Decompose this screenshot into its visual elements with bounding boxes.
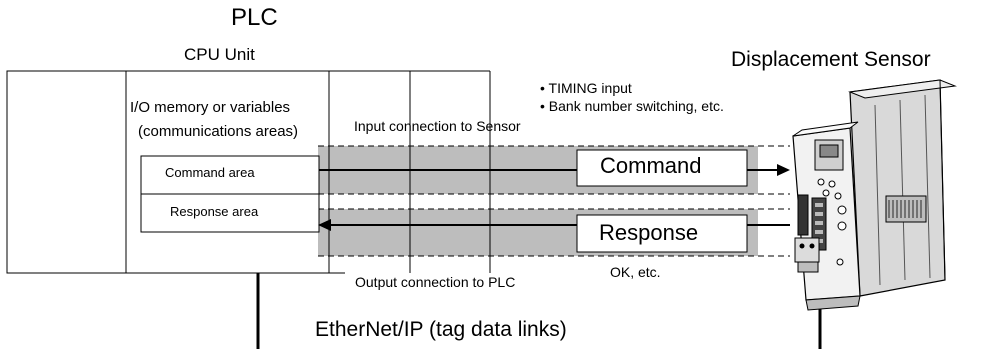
- command-area-label: Command area: [165, 165, 255, 180]
- response-area-label: Response area: [170, 204, 259, 219]
- command-arrowhead: [777, 164, 790, 176]
- response-label: Response: [599, 220, 699, 245]
- command-area-box: [140, 155, 320, 195]
- memory-label-line-1: I/O memory or variables: [130, 99, 291, 116]
- input-connection-label: Input connection to Sensor: [354, 118, 521, 134]
- response-label-box: [576, 214, 748, 253]
- response-arrowhead: [318, 219, 331, 231]
- response-note: OK, etc.: [610, 264, 661, 280]
- command-note-timing: • TIMING input: [540, 80, 632, 96]
- memory-label-line-2: (communications areas): [138, 123, 299, 140]
- response-area-box: [140, 193, 320, 233]
- plc-title: PLC: [231, 4, 278, 31]
- network-label: EtherNet/IP (tag data links): [315, 318, 567, 341]
- command-label-box: [576, 149, 748, 187]
- output-connection-label: Output connection to PLC: [355, 274, 516, 290]
- sensor-title: Displacement Sensor: [731, 48, 931, 71]
- command-label: Command: [600, 153, 702, 178]
- cpu-unit-label: CPU Unit: [184, 45, 255, 64]
- plc-outer-box: [6, 70, 330, 274]
- displacement-sensor-device: [792, 79, 957, 311]
- command-note-bank: • Bank number switching, etc.: [540, 98, 724, 114]
